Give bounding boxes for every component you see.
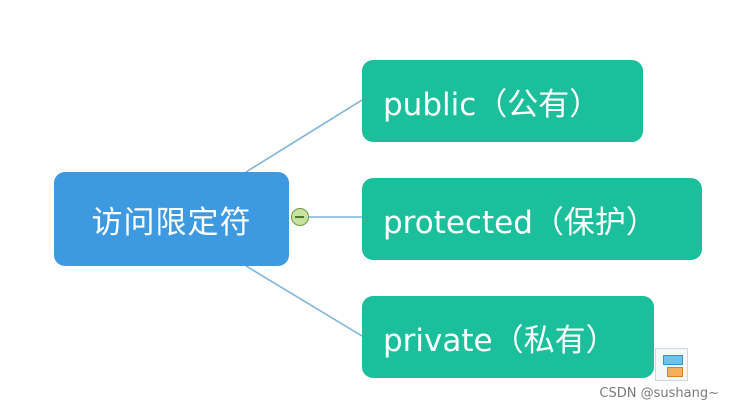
root-node-access-specifiers[interactable]: 访问限定符 <box>54 172 289 266</box>
child-node-protected-label: protected（保护） <box>383 204 657 241</box>
child-node-private[interactable]: private（私有） <box>362 296 654 378</box>
watermark: CSDN @sushang~ <box>599 386 719 401</box>
child-node-public[interactable]: public（公有） <box>362 60 643 142</box>
layout-icon-bottom-bar <box>667 367 683 377</box>
connector-public <box>245 99 363 173</box>
child-node-private-label: private（私有） <box>383 322 617 359</box>
connector-private <box>245 265 363 337</box>
layout-icon[interactable] <box>655 348 688 381</box>
layout-icon-top-bar <box>663 355 683 365</box>
collapse-minus-icon[interactable] <box>291 208 309 226</box>
child-node-public-label: public（公有） <box>383 86 601 123</box>
child-node-protected[interactable]: protected（保护） <box>362 178 702 260</box>
root-node-label: 访问限定符 <box>91 204 252 241</box>
